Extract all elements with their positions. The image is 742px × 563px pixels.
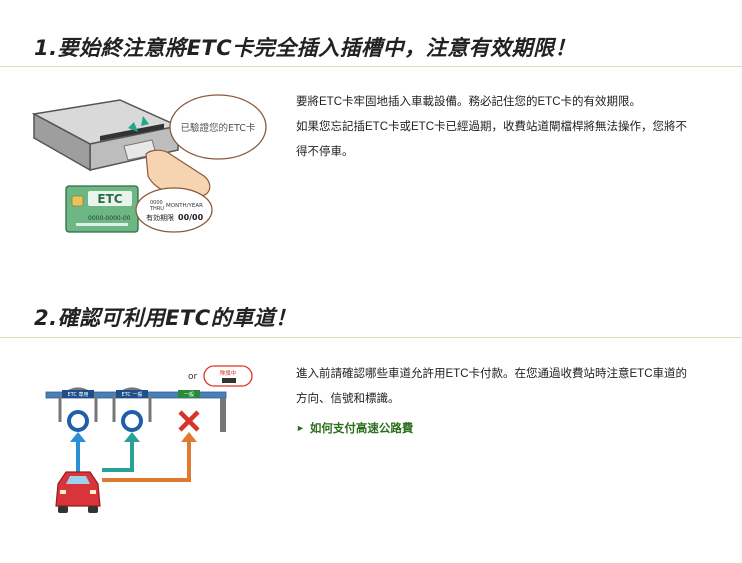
- arrow-to-lane2-icon: [102, 440, 134, 472]
- verified-bubble: [169, 94, 267, 160]
- card-chip: [71, 195, 84, 207]
- highway-toll-payment-link[interactable]: ► 如何支付高速公路費: [296, 420, 413, 436]
- obu-side: [33, 112, 91, 172]
- section2-description: 進入前請確認哪些車道允許用ETC卡付款。在您通過收費站時注意ETC車道的 方向、…: [296, 362, 716, 412]
- lane-status-sign: [203, 365, 253, 387]
- section2-divider: [0, 337, 742, 338]
- lane1-ok-icon: [67, 410, 89, 432]
- expiry-magnifier: [135, 187, 213, 233]
- card-number: 0000-0000-00: [88, 215, 131, 222]
- etc-card-insert-illustration: 已驗證您的ETC卡 ETC 0000-0000-00 0000 THRU MON…: [31, 94, 267, 233]
- lane2-booth: [112, 387, 152, 422]
- hand-icon: [145, 149, 211, 197]
- section2-line1: 進入前請確認哪些車道允許用ETC卡付款。在您通過收費站時注意ETC車道的: [296, 368, 687, 380]
- section1-divider: [0, 66, 742, 67]
- lane2-sign: ETC 一般: [121, 391, 142, 398]
- card-logo: ETC: [97, 192, 122, 206]
- section1-description: 要將ETC卡牢固地插入車載設備。務必記住您的ETC卡的有效期限。 如果您忘記插E…: [296, 90, 716, 165]
- triangle-right-icon: ►: [296, 423, 305, 433]
- highway-toll-payment-link-text: 如何支付高速公路費: [309, 423, 414, 435]
- section2-line2: 方向、信號和標識。: [296, 393, 400, 405]
- section1-heading: 1.要始終注意將ETC卡完全插入插槽中，注意有效期限！: [34, 36, 577, 60]
- etc-lane-illustration: or 隊旗中 ETC 専用 ETC 一般 一般: [45, 365, 253, 513]
- card-thru-code: 0000: [150, 200, 163, 206]
- lane3-no-icon: [178, 410, 200, 432]
- section1-line2: 如果您忘記插ETC卡或ETC卡已經過期，收費站道閘檔桿將無法操作，您將不: [296, 121, 687, 133]
- lane2-ok-icon: [121, 410, 143, 432]
- section1-line3: 得不停車。: [296, 146, 354, 158]
- arrow-to-lane3-icon: [102, 440, 191, 482]
- card-expiry-label: 有効期限: [146, 213, 174, 222]
- indicator-arrows: [128, 116, 149, 132]
- section1-line1: 要將ETC卡牢固地插入車載設備。務必記住您的ETC卡的有效期限。: [296, 96, 641, 108]
- section2-heading: 2.確認可利用ETC的車道！: [34, 306, 297, 330]
- car-icon: [55, 471, 101, 513]
- verified-bubble-text: 已驗證您的ETC卡: [181, 122, 256, 134]
- lane1-booth: [58, 387, 98, 422]
- card-thru: THRU: [149, 206, 164, 212]
- obu-slot: [100, 123, 164, 142]
- lane1-sign: ETC 専用: [67, 391, 88, 398]
- card-expiry-value: 00/00: [178, 213, 204, 222]
- lane-status-sign-text: 隊旗中: [220, 369, 237, 377]
- card-month-year: MONTH/YEAR: [166, 203, 203, 209]
- lane3-sign: 一般: [184, 391, 194, 398]
- or-text: or: [188, 372, 198, 382]
